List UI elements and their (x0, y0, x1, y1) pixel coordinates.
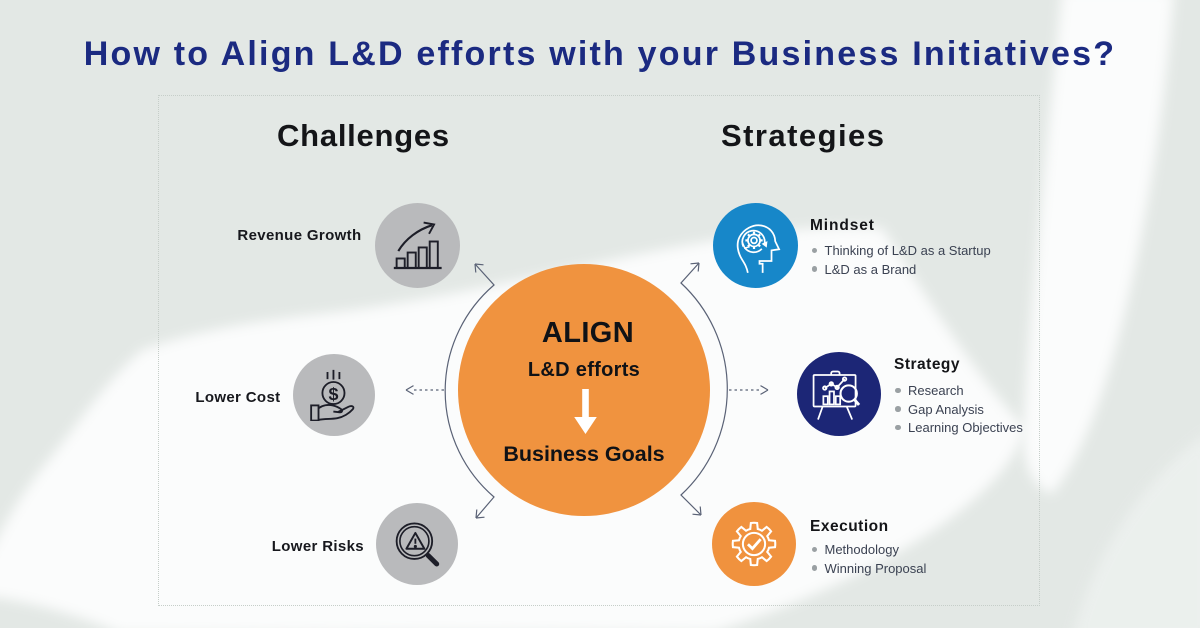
svg-text:$: $ (328, 384, 338, 404)
